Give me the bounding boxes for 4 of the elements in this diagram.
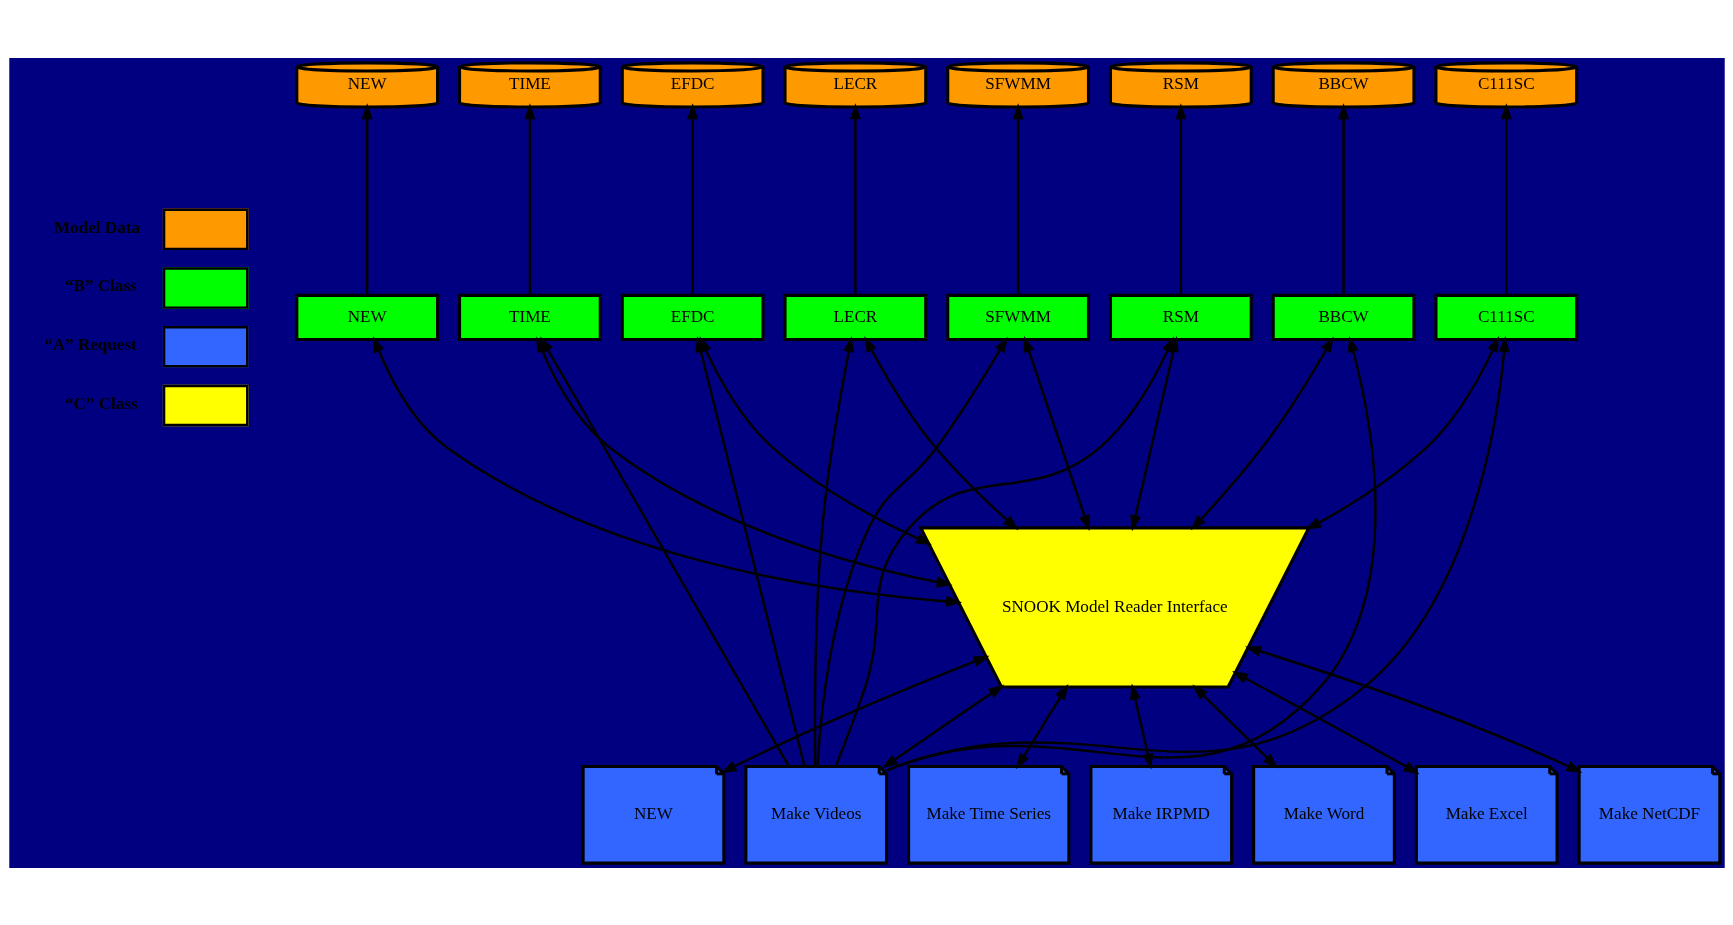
legend-label: “A” Request	[43, 334, 137, 354]
legend-label: “B” Class	[64, 275, 137, 295]
legend-label: Model Data	[53, 217, 140, 237]
legend-label: “C” Class	[64, 393, 138, 413]
